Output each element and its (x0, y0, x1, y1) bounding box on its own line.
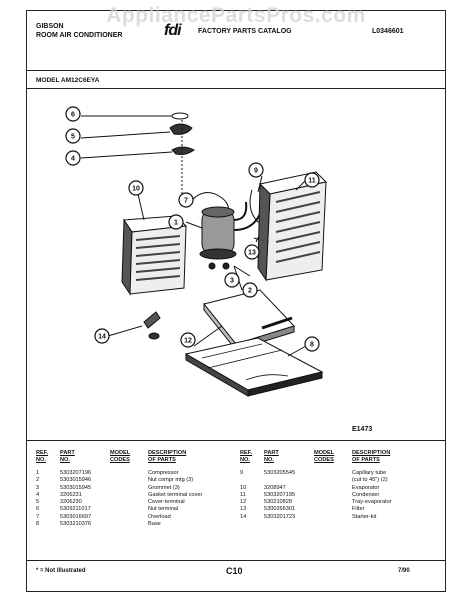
callout-label: 14 (98, 334, 106, 341)
footer-note: * = Not Illustrated (36, 568, 86, 574)
callout-13 (244, 244, 260, 260)
page-number: C10 (226, 566, 243, 576)
callout-label: 12 (184, 338, 192, 345)
col-ref-header: REF.NO. (36, 450, 49, 463)
footer-rule (26, 560, 446, 561)
callout-7 (178, 192, 194, 208)
callout-label: 1 (174, 220, 178, 227)
model-line: MODEL AM12C6EYA (36, 77, 100, 84)
callout-4 (65, 150, 81, 166)
callout-9 (248, 162, 264, 178)
callout-1 (168, 214, 184, 230)
callout-label: 5 (71, 134, 75, 141)
table-row-continuation: (cut to 45") (2) (352, 477, 388, 484)
callout-label: 4 (71, 156, 75, 163)
callout-label: 13 (248, 250, 256, 257)
compressor-drawing (199, 201, 263, 270)
table-rule (26, 440, 446, 441)
exploded-parts-diagram: 6 5 4 7 10 1 9 11 13 3 2 14 12 8 (65, 106, 328, 397)
callout-label: 6 (71, 112, 75, 119)
callout-11 (304, 172, 320, 188)
callout-label: 7 (184, 198, 188, 205)
catalog-title: FACTORY PARTS CATALOG (198, 28, 292, 35)
callout-12 (180, 332, 196, 348)
callout-2 (242, 282, 258, 298)
page-frame (26, 10, 446, 592)
terminal-cover-drawing (169, 123, 193, 135)
revision-date: 7/90 (398, 568, 410, 574)
col-ref-header: REF.NO. (240, 450, 253, 463)
callout-label: 9 (254, 168, 258, 175)
callout-14 (94, 328, 110, 344)
terminal-nut-drawing (171, 112, 189, 120)
catalog-number: L0346601 (372, 28, 404, 35)
header-brand-block: GIBSON ROOM AIR CONDITIONER (36, 22, 122, 40)
callout-10 (128, 180, 144, 196)
callout-label: 3 (230, 278, 234, 285)
callout-label: 11 (308, 178, 316, 185)
callout-5 (65, 128, 81, 144)
diagram-code: E1473 (352, 426, 373, 433)
starter-kit-drawing (143, 311, 161, 340)
brand-name: GIBSON (36, 23, 64, 30)
header-rule (26, 70, 446, 71)
base-drawing (184, 337, 324, 397)
terminal-gasket-drawing (171, 146, 195, 155)
model-rule (26, 88, 446, 89)
product-name: ROOM AIR CONDITIONER (36, 32, 123, 39)
callout-label: 10 (132, 186, 140, 193)
brand-logo: fdi (164, 22, 182, 39)
condenser-drawing (257, 171, 328, 282)
callout-label: 8 (310, 342, 314, 349)
callout-8 (304, 336, 320, 352)
callout-3 (224, 272, 240, 288)
callout-label: 2 (248, 288, 252, 295)
callout-6 (65, 106, 81, 122)
